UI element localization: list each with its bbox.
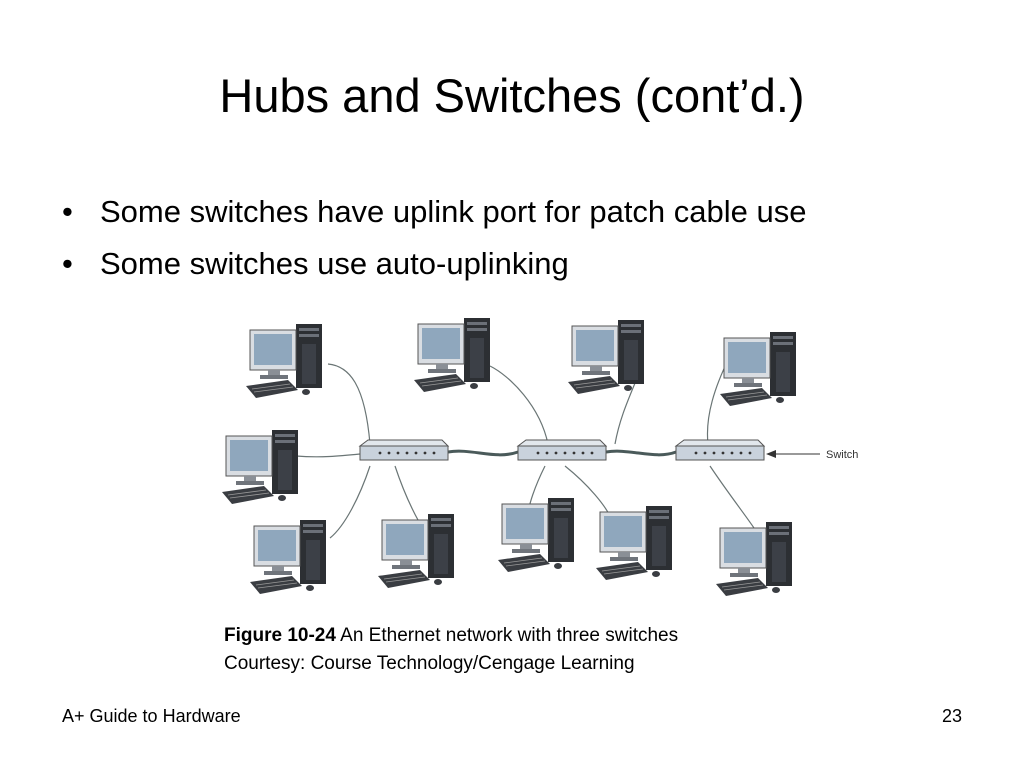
figure-description: An Ethernet network with three switches — [335, 625, 679, 646]
figure-caption: Figure 10-24 An Ethernet network with th… — [224, 622, 678, 678]
desktop-computer-icon — [497, 497, 575, 573]
figure-credit: Courtesy: Course Technology/Cengage Lear… — [224, 653, 635, 674]
uplink-cable — [447, 449, 519, 457]
bullet-glyph: • — [62, 246, 73, 281]
switch-callout-label: Switch — [826, 449, 858, 461]
desktop-computer-icon — [245, 323, 323, 399]
network-switch — [359, 439, 449, 461]
figure-number: Figure 10-24 — [224, 625, 336, 646]
desktop-computer-icon — [249, 519, 327, 595]
bullet-text: Some switches use auto-uplinking — [100, 246, 569, 281]
cable — [327, 363, 371, 445]
desktop-computer-icon — [715, 521, 793, 597]
slide-title: Hubs and Switches (cont’d.) — [219, 69, 805, 122]
bullet-list: • Some switches have uplink port for pat… — [62, 186, 807, 290]
cable — [709, 465, 759, 535]
desktop-computer-icon — [413, 317, 491, 393]
uplink-cable — [605, 449, 677, 457]
desktop-computer-icon — [719, 331, 797, 407]
page-number: 23 — [941, 706, 962, 726]
bullet-item: • Some switches use auto-uplinking — [62, 238, 807, 290]
caption-line: Figure 10-24 An Ethernet network with th… — [224, 622, 678, 650]
bullet-item: • Some switches have uplink port for pat… — [62, 186, 807, 238]
network-diagram: Switch — [210, 306, 890, 606]
bullet-glyph: • — [62, 194, 73, 229]
cable — [295, 453, 361, 458]
footer-course-title: A+ Guide to Hardware — [62, 706, 241, 726]
network-switch — [675, 439, 765, 461]
desktop-computer-icon — [595, 505, 673, 581]
cable — [329, 465, 371, 539]
desktop-computer-icon — [377, 513, 455, 589]
cable — [489, 365, 549, 445]
bullet-text: Some switches have uplink port for patch… — [100, 194, 807, 229]
arrow-left-icon — [766, 450, 776, 458]
desktop-computer-icon — [221, 429, 299, 505]
network-diagram-svg: Switch — [221, 317, 858, 597]
network-switch — [517, 439, 607, 461]
desktop-computer-icon — [567, 319, 645, 395]
